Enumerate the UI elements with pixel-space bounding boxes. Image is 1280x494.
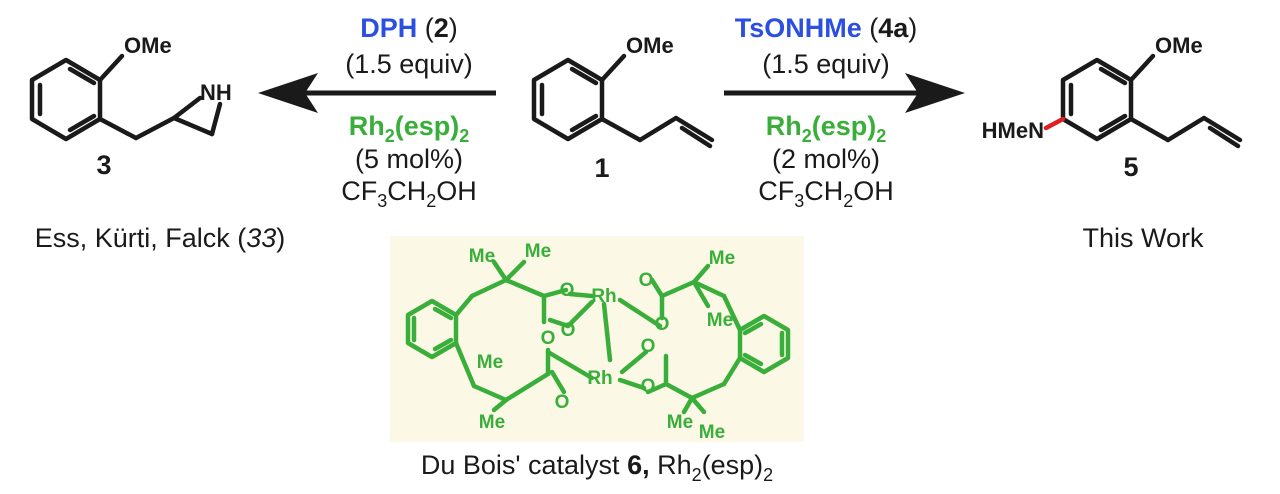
oxygen-label: O: [639, 270, 654, 291]
methyl-label: Me: [477, 352, 503, 373]
left-reaction-arrow: [258, 73, 496, 113]
compound-3-label: 3: [96, 150, 111, 180]
compound-1-label: 1: [594, 153, 609, 183]
methyl-label: Me: [709, 248, 735, 269]
compound-3-nh: NH: [200, 80, 232, 105]
right-solvent: CF3CH2OH: [758, 176, 894, 211]
oxygen-label: O: [561, 320, 576, 341]
catalyst-atom-labels: Rh Rh O O O O O O O O Me Me Me Me Me Me …: [469, 241, 735, 443]
compound-3-structure: OMe NH: [29, 33, 232, 142]
left-reagent: DPH (2): [360, 13, 458, 43]
compound-1-structure: OMe: [531, 33, 715, 149]
left-solvent: CF3CH2OH: [341, 176, 477, 211]
oxygen-label: O: [555, 392, 570, 413]
right-equiv: (1.5 equiv): [762, 49, 890, 79]
methyl-label: Me: [525, 241, 551, 262]
methyl-label: Me: [667, 412, 693, 433]
compound-1-ome: OMe: [626, 33, 674, 58]
right-citation: This Work: [1082, 223, 1204, 253]
compound-5-hmen: HMeN: [982, 118, 1044, 143]
compound-5-ome: OMe: [1155, 33, 1203, 58]
methyl-label: Me: [479, 412, 505, 433]
right-reaction-arrow: [724, 73, 965, 113]
left-catalyst: Rh2(esp)2: [349, 111, 470, 146]
left-citation: Ess, Kürti, Falck (33): [35, 223, 286, 253]
oxygen-label: O: [655, 314, 670, 335]
methyl-label: Me: [707, 310, 733, 331]
rh-top-label: Rh: [591, 286, 616, 307]
right-reagent: TsONHMe (4a): [735, 13, 918, 43]
catalyst-6-structure: [405, 259, 791, 415]
right-loading: (2 mol%): [772, 144, 880, 174]
oxygen-label: O: [641, 336, 656, 357]
methyl-label: Me: [699, 422, 725, 443]
oxygen-label: O: [560, 280, 575, 301]
catalyst-caption: Du Bois' catalyst 6, Rh2(esp)2: [421, 450, 773, 485]
methyl-label: Me: [469, 246, 495, 267]
catalyst-box: [390, 236, 804, 442]
left-loading: (5 mol%): [355, 144, 463, 174]
oxygen-label: O: [541, 328, 556, 349]
compound-3-ome: OMe: [124, 33, 172, 58]
left-equiv: (1.5 equiv): [345, 49, 473, 79]
oxygen-label: O: [641, 376, 656, 397]
right-catalyst: Rh2(esp)2: [766, 111, 887, 146]
compound-5-structure: OMe HMeN: [982, 33, 1243, 149]
rh-bottom-label: Rh: [587, 368, 612, 389]
compound-5-label: 5: [1123, 152, 1138, 182]
